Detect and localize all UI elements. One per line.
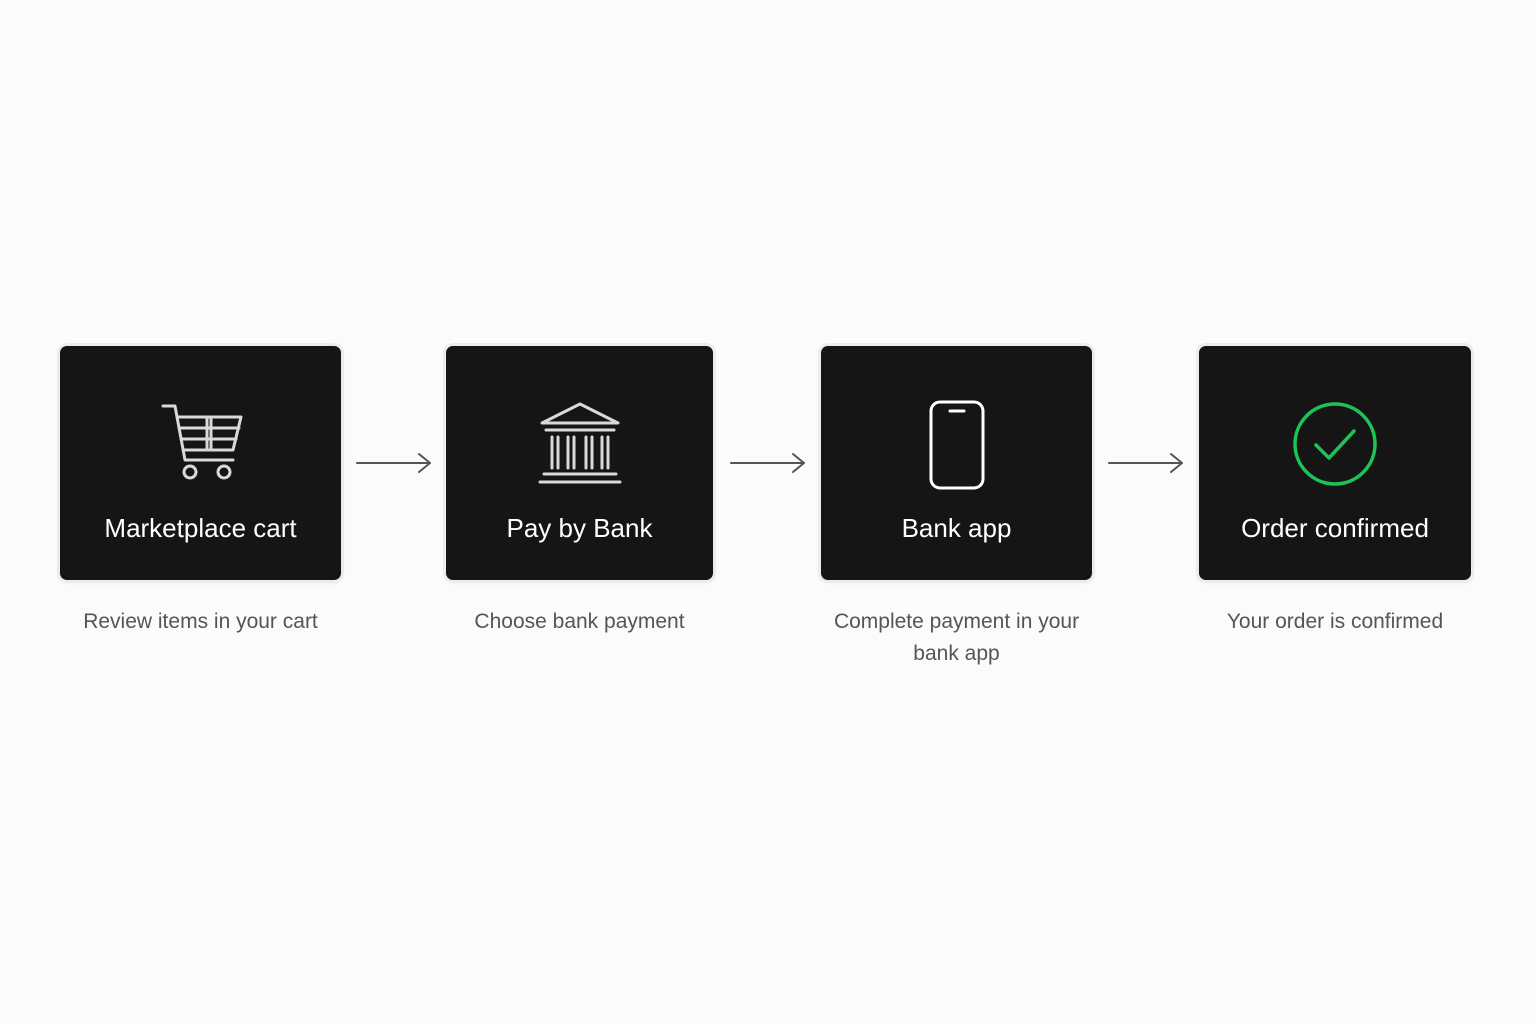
bank-building-icon <box>538 402 621 484</box>
step-card-pay-by-bank: Pay by Bank <box>446 346 713 580</box>
shopping-cart-icon <box>161 404 242 480</box>
step-card-marketplace-cart: Marketplace cart <box>60 346 341 580</box>
step-title: Order confirmed <box>1241 513 1429 543</box>
step-caption: Complete payment in your bank app <box>833 610 1080 665</box>
step-title: Pay by Bank <box>506 513 653 543</box>
step-title: Bank app <box>901 513 1012 543</box>
step-card-order-confirmed: Order confirmed <box>1199 346 1471 580</box>
check-circle-icon <box>1293 402 1377 486</box>
step-card-bank-app: Bank app <box>821 346 1092 580</box>
step-caption: Review items in your cart <box>83 610 318 633</box>
arrow-right-icon <box>356 453 431 473</box>
step-caption: Your order is confirmed <box>1226 610 1444 633</box>
arrow-right-icon <box>730 453 805 473</box>
step-caption: Choose bank payment <box>474 610 685 633</box>
arrow-right-icon <box>1108 453 1183 473</box>
smartphone-icon <box>929 400 984 490</box>
step-title: Marketplace cart <box>104 513 297 543</box>
